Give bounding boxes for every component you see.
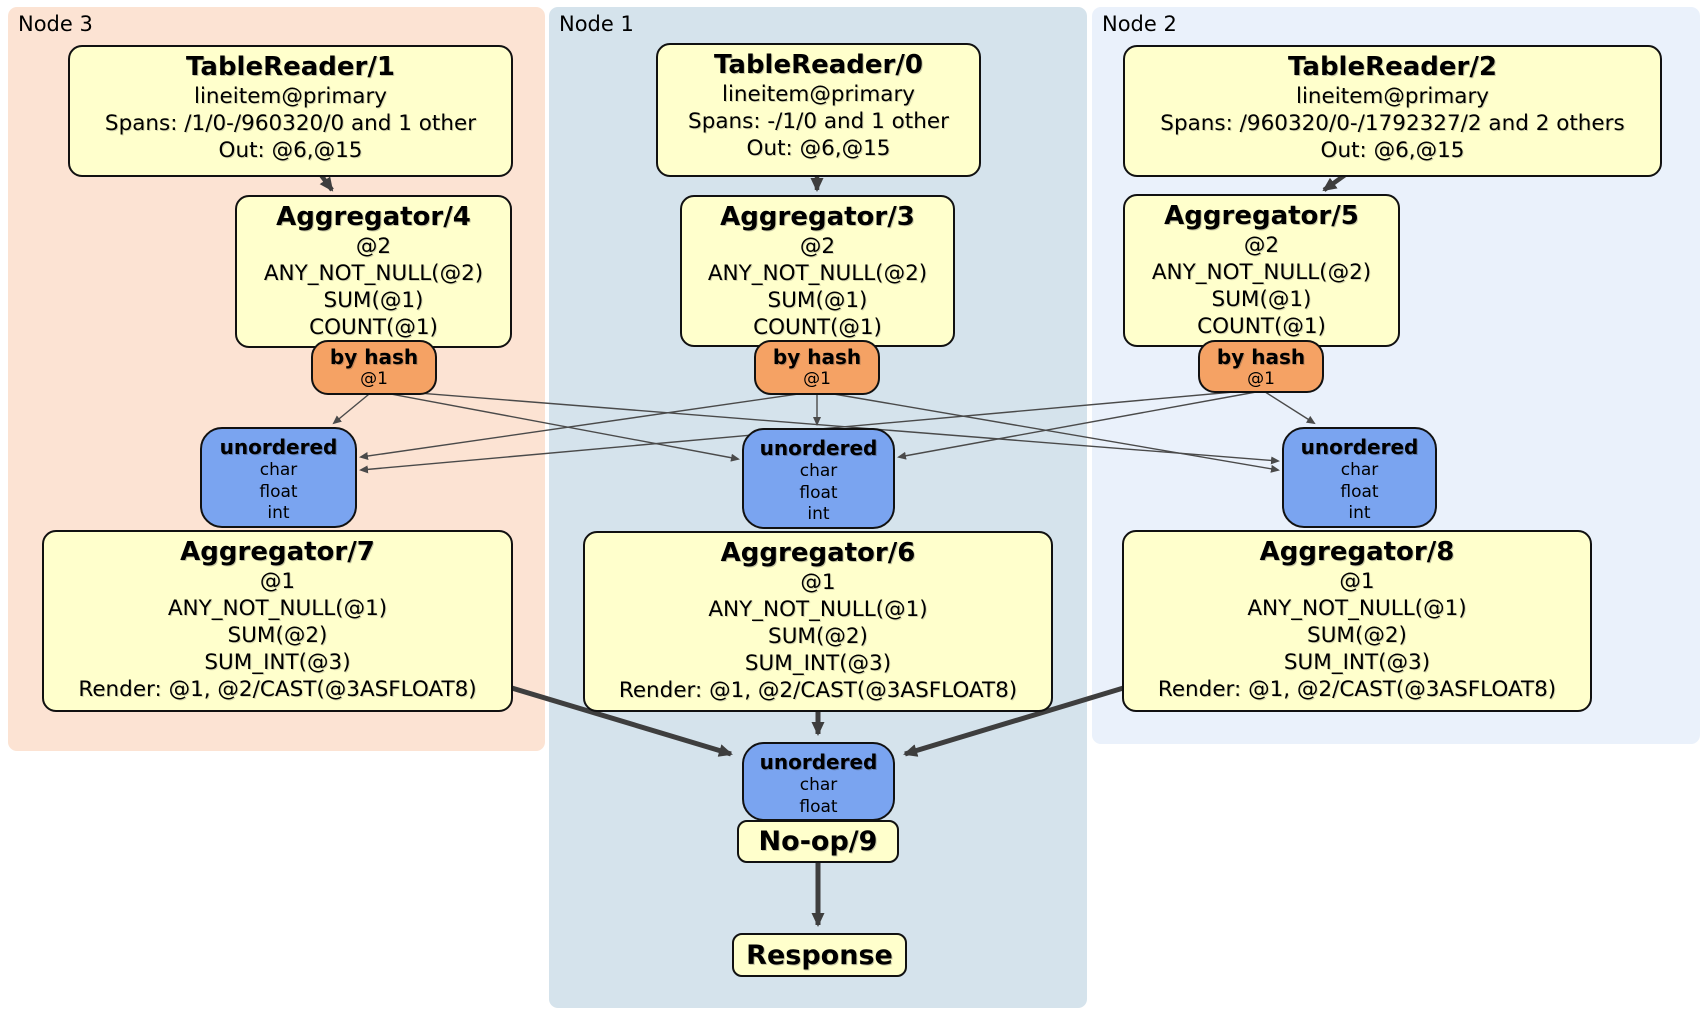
edge-router2-sync2 [1261,389,1316,425]
edge-aggregator7-final-sync [504,683,733,757]
aggregator-6-box: Aggregator/6 @1 ANY_NOT_NULL(@1) SUM(@2)… [583,531,1053,712]
by-hash-router-node2: by hash @1 [1198,340,1324,393]
unordered-sync-node3: unordered char float int [200,427,357,528]
unordered-sync-node1: unordered char float int [742,428,895,529]
aggregator-3-box: Aggregator/3 @2 ANY_NOT_NULL(@2) SUM(@1)… [680,195,955,347]
aggregator-7-box: Aggregator/7 @1 ANY_NOT_NULL(@1) SUM(@2)… [42,530,513,712]
aggregator-8-box: Aggregator/8 @1 ANY_NOT_NULL(@1) SUM(@2)… [1122,530,1592,712]
unordered-sync-final: unordered char float [742,742,895,821]
aggregator-5-box: Aggregator/5 @2 ANY_NOT_NULL(@2) SUM(@1)… [1123,194,1400,347]
edge-router2-sync1 [897,391,1257,460]
node3-label: Node 3 [18,12,93,36]
edge-aggregator8-final-sync [903,683,1131,757]
tablereader-2-box: TableReader/2 lineitem@primary Spans: /9… [1123,45,1662,177]
aggregator-4-box: Aggregator/4 @2 ANY_NOT_NULL(@2) SUM(@1)… [235,195,512,348]
edge-router3-sync1 [379,391,740,462]
tablereader-0-box: TableReader/0 lineitem@primary Spans: -/… [656,43,981,177]
response-box: Response [732,933,907,977]
tablereader-1-box: TableReader/1 lineitem@primary Spans: /1… [68,45,513,177]
node2-label: Node 2 [1102,12,1177,36]
no-op-9-box: No-op/9 [737,820,899,863]
edge-tablereader1-aggregator4 [319,173,334,192]
by-hash-router-node3: by hash @1 [311,340,437,395]
edge-router1-sync2 [821,391,1280,473]
edge-tablereader2-aggregator5 [1322,173,1347,192]
unordered-sync-node2: unordered char float int [1282,427,1437,528]
by-hash-router-node1: by hash @1 [754,340,880,395]
edge-router3-sync2 [379,389,1280,465]
edge-router1-sync3 [359,391,813,460]
edge-router3-sync3 [332,389,375,425]
node1-label: Node 1 [559,12,634,36]
